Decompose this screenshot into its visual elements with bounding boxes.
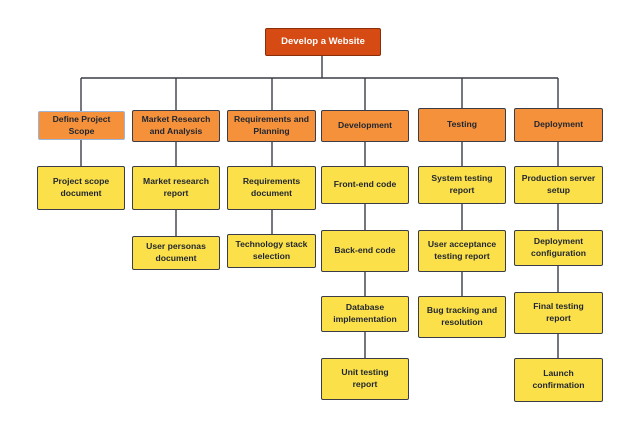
deliverable-technology-stack-selection: Technology stack selection (227, 234, 316, 268)
deliverable-launch-confirmation: Launch confirmation (514, 358, 603, 402)
deliverable-requirements-document: Requirements document (227, 166, 316, 210)
deliverable-project-scope-document: Project scope document (37, 166, 125, 210)
category-deployment: Deployment (514, 108, 603, 142)
category-market-research-and-analysis: Market Research and Analysis (132, 110, 220, 142)
category-requirements-and-planning: Requirements and Planning (227, 110, 316, 142)
deliverable-user-personas-document: User personas document (132, 236, 220, 270)
deliverable-final-testing-report: Final testing report (514, 292, 603, 334)
deliverable-bug-tracking-and-resolution: Bug tracking and resolution (418, 296, 506, 338)
deliverable-system-testing-report: System testing report (418, 166, 506, 204)
category-development: Development (321, 110, 409, 142)
deliverable-market-research-report: Market research report (132, 166, 220, 210)
deliverable-production-server-setup: Production server setup (514, 166, 603, 204)
deliverable-front-end-code: Front-end code (321, 166, 409, 204)
category-define-project-scope: Define Project Scope (38, 111, 125, 140)
root-node-develop-a-website: Develop a Website (265, 28, 381, 56)
deliverable-database-implementation: Database implementation (321, 296, 409, 332)
deliverable-user-acceptance-testing-report: User acceptance testing report (418, 230, 506, 272)
category-testing: Testing (418, 108, 506, 142)
deliverable-deployment-configuration: Deployment configuration (514, 230, 603, 266)
deliverable-back-end-code: Back-end code (321, 230, 409, 272)
deliverable-unit-testing-report: Unit testing report (321, 358, 409, 400)
